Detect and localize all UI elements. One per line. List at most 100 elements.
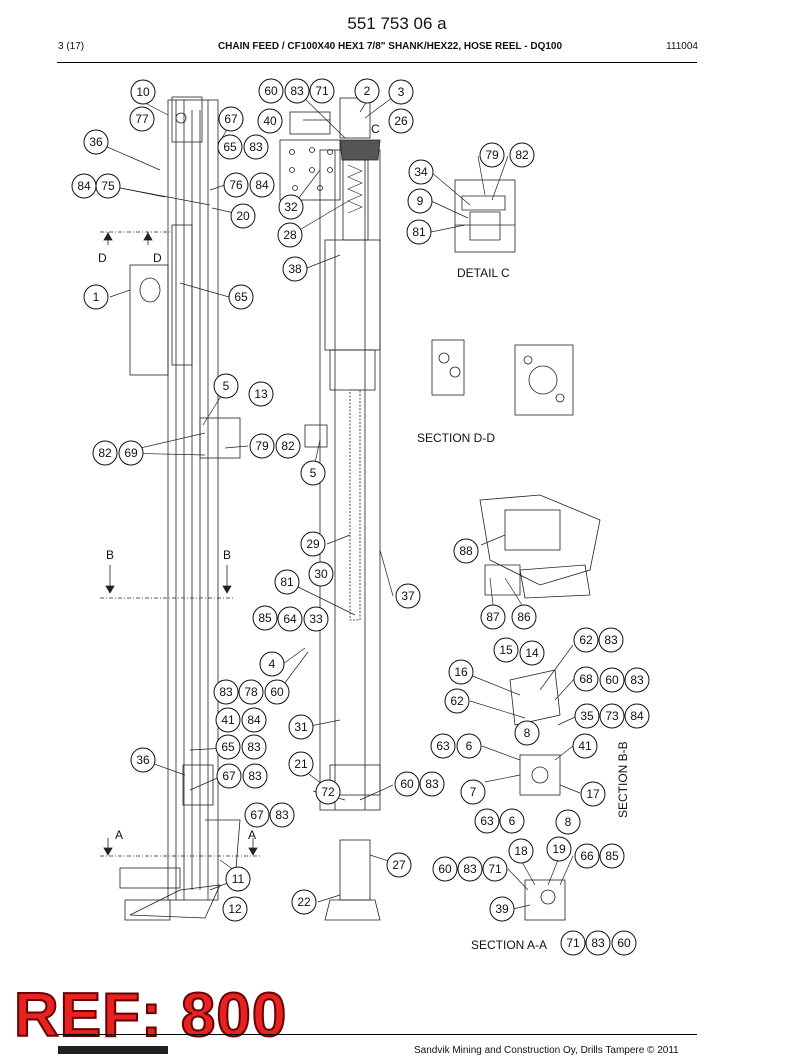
callout-5: 5 — [300, 460, 326, 486]
svg-text:83: 83 — [604, 633, 618, 647]
svg-text:83: 83 — [248, 769, 262, 783]
callout-60: 60 — [264, 679, 290, 705]
callout-72: 72 — [315, 779, 341, 805]
callout-36: 36 — [83, 129, 109, 155]
svg-text:67: 67 — [224, 112, 238, 126]
callout-67: 67 — [244, 802, 270, 828]
callout-83: 83 — [457, 856, 483, 882]
callout-82: 82 — [509, 142, 535, 168]
callout-60: 60 — [394, 771, 420, 797]
callout-19: 19 — [546, 836, 572, 862]
callout-13: 13 — [248, 381, 274, 407]
callout-79: 79 — [249, 433, 275, 459]
callout-69: 69 — [118, 440, 144, 466]
svg-text:71: 71 — [566, 936, 580, 950]
svg-text:36: 36 — [136, 753, 150, 767]
callout-40: 40 — [257, 108, 283, 134]
callout-60: 60 — [432, 856, 458, 882]
callout-2: 2 — [354, 78, 380, 104]
svg-text:39: 39 — [495, 902, 509, 916]
callout-26: 26 — [388, 108, 414, 134]
svg-text:84: 84 — [255, 178, 269, 192]
callout-67: 67 — [218, 106, 244, 132]
svg-text:69: 69 — [124, 446, 138, 460]
cut-letter-a-left: A — [115, 828, 123, 842]
svg-text:5: 5 — [223, 379, 230, 393]
callout-75: 75 — [95, 173, 121, 199]
document-number: 551 753 06 a — [347, 14, 447, 33]
callout-32: 32 — [278, 194, 304, 220]
svg-text:87: 87 — [486, 610, 500, 624]
callout-73: 73 — [599, 703, 625, 729]
callout-35: 35 — [574, 703, 600, 729]
svg-text:17: 17 — [586, 787, 600, 801]
section-aa-title: SECTION A-A — [471, 938, 547, 952]
header-rule — [57, 62, 697, 63]
svg-text:1: 1 — [93, 290, 100, 304]
callout-71: 71 — [309, 78, 335, 104]
svg-text:60: 60 — [438, 862, 452, 876]
svg-text:12: 12 — [228, 902, 242, 916]
svg-text:21: 21 — [294, 757, 308, 771]
svg-text:31: 31 — [294, 720, 308, 734]
footer-copyright: Sandvik Mining and Construction Oy, Dril… — [414, 1045, 679, 1056]
svg-text:41: 41 — [578, 739, 592, 753]
svg-text:19: 19 — [552, 842, 566, 856]
callout-16: 16 — [448, 659, 474, 685]
callout-87: 87 — [480, 604, 506, 630]
detail-c-title: DETAIL C — [457, 266, 510, 280]
svg-text:37: 37 — [401, 589, 415, 603]
section-bb-title: SECTION B-B — [616, 741, 630, 818]
svg-text:64: 64 — [283, 612, 297, 626]
svg-text:65: 65 — [234, 290, 248, 304]
callout-79: 79 — [479, 142, 505, 168]
svg-text:82: 82 — [515, 148, 529, 162]
svg-text:60: 60 — [617, 936, 631, 950]
svg-text:35: 35 — [580, 709, 594, 723]
callout-84: 84 — [249, 172, 275, 198]
svg-text:26: 26 — [394, 114, 408, 128]
callout-65: 65 — [215, 734, 241, 760]
svg-text:81: 81 — [412, 225, 426, 239]
callout-34: 34 — [408, 159, 434, 185]
svg-text:67: 67 — [250, 808, 264, 822]
callout-83: 83 — [241, 734, 267, 760]
footer-rule — [57, 1034, 697, 1035]
callout-60: 60 — [599, 667, 625, 693]
svg-text:79: 79 — [255, 439, 269, 453]
svg-text:14: 14 — [525, 646, 539, 660]
svg-text:83: 83 — [425, 777, 439, 791]
svg-text:33: 33 — [309, 612, 323, 626]
svg-text:30: 30 — [314, 567, 328, 581]
callout-37: 37 — [395, 583, 421, 609]
svg-text:67: 67 — [222, 769, 236, 783]
callout-62: 62 — [444, 688, 470, 714]
callout-27: 27 — [386, 852, 412, 878]
callout-6: 6 — [456, 733, 482, 759]
svg-text:22: 22 — [297, 895, 311, 909]
svg-text:83: 83 — [275, 808, 289, 822]
svg-text:10: 10 — [136, 85, 150, 99]
detail-letter-c: C — [371, 122, 380, 136]
svg-text:60: 60 — [270, 685, 284, 699]
svg-text:4: 4 — [269, 657, 276, 671]
callout-22: 22 — [291, 889, 317, 915]
section-dd-title: SECTION D-D — [417, 431, 495, 445]
svg-text:78: 78 — [244, 685, 258, 699]
callout-3: 3 — [388, 79, 414, 105]
callout-71: 71 — [560, 930, 586, 956]
callout-5: 5 — [213, 373, 239, 399]
callout-85: 85 — [599, 843, 625, 869]
svg-text:85: 85 — [605, 849, 619, 863]
svg-text:28: 28 — [283, 228, 297, 242]
svg-text:41: 41 — [221, 713, 235, 727]
svg-text:86: 86 — [517, 610, 531, 624]
svg-text:83: 83 — [249, 140, 263, 154]
callout-33: 33 — [303, 606, 329, 632]
ref-stamp: REF: 800 — [13, 981, 288, 1050]
callout-8: 8 — [514, 720, 540, 746]
callout-15: 15 — [493, 637, 519, 663]
callout-83: 83 — [269, 802, 295, 828]
callout-83: 83 — [624, 667, 650, 693]
